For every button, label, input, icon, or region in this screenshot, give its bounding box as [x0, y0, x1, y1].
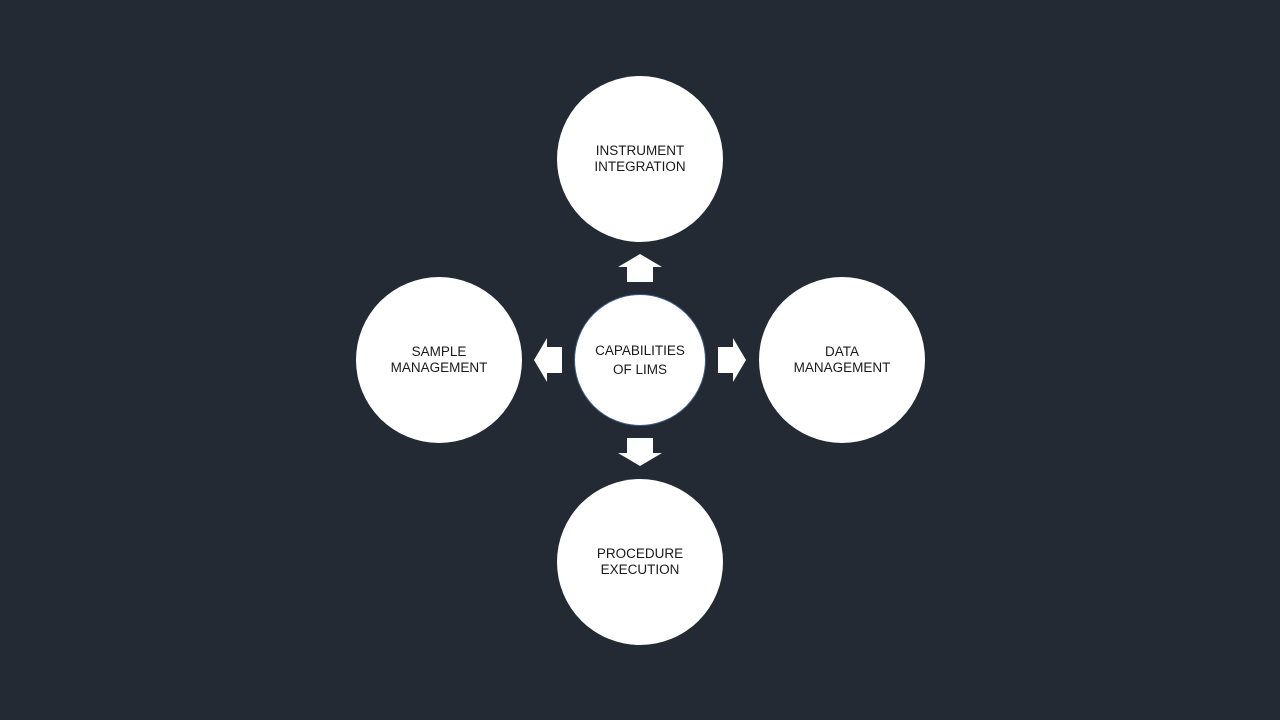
capabilities-of-lims-label: CAPABILITIES OF LIMS	[595, 343, 685, 377]
arrow-up-icon	[618, 254, 662, 282]
arrow-down-icon	[618, 438, 662, 466]
arrow-right-icon	[718, 338, 746, 382]
data-management-node: DATA MANAGEMENT	[759, 277, 925, 443]
data-management-label: DATA MANAGEMENT	[793, 344, 891, 375]
arrow-left-icon	[534, 338, 562, 382]
capabilities-of-lims-node: CAPABILITIES OF LIMS	[574, 294, 706, 426]
sample-management-node: SAMPLE MANAGEMENT	[356, 277, 522, 443]
instrument-integration-label: INSTRUMENT INTEGRATION	[594, 143, 686, 174]
procedure-execution-label: PROCEDURE EXECUTION	[596, 546, 684, 577]
instrument-integration-node: INSTRUMENT INTEGRATION	[557, 76, 723, 242]
sample-management-label: SAMPLE MANAGEMENT	[390, 344, 488, 375]
procedure-execution-node: PROCEDURE EXECUTION	[557, 479, 723, 645]
